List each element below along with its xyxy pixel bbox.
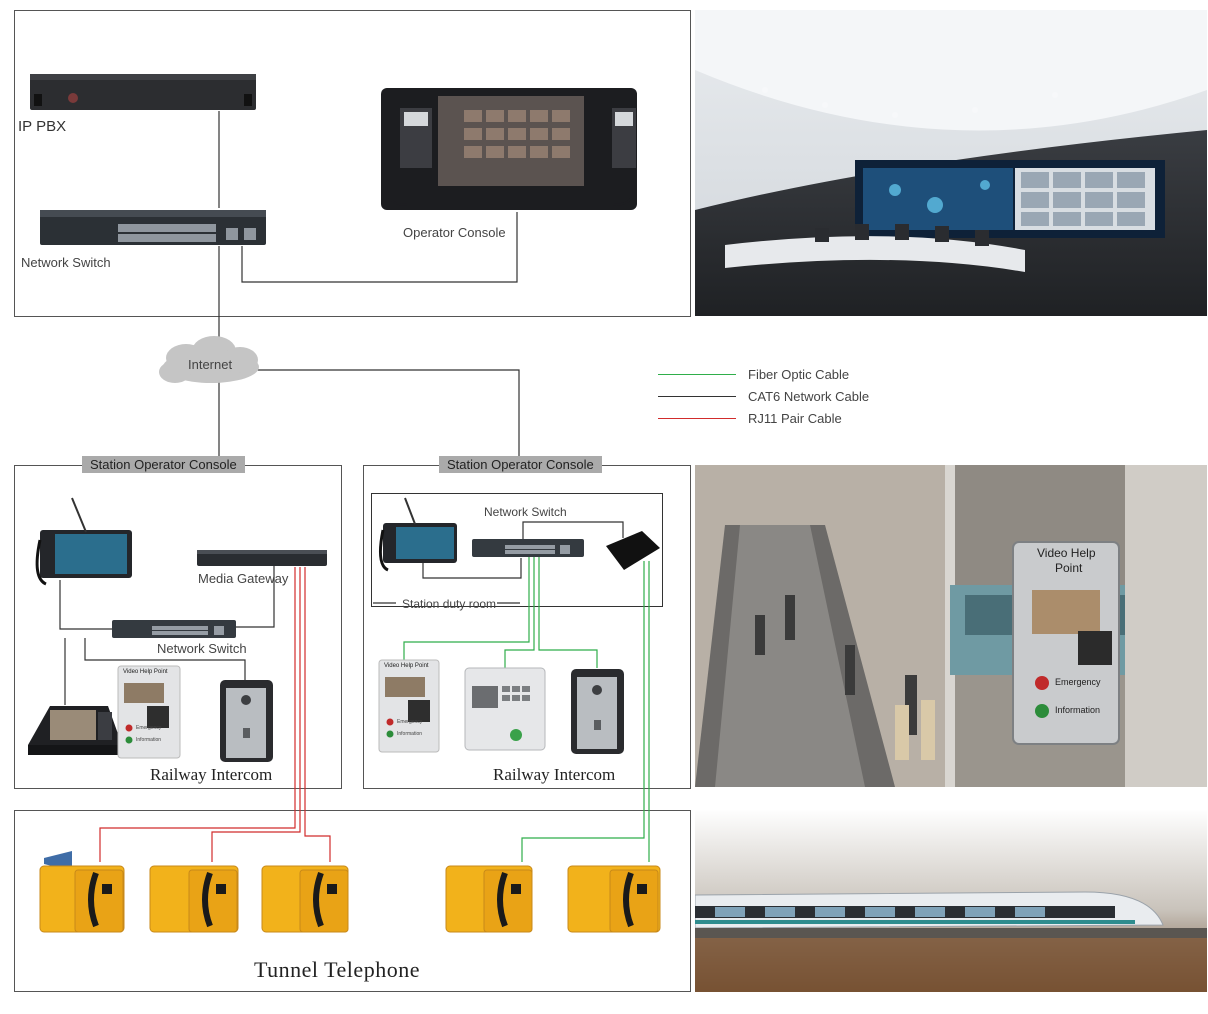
operator-console-label: Operator Console	[403, 225, 506, 240]
legend-fiber: Fiber Optic Cable	[658, 367, 849, 382]
left-help-point-info: Information	[136, 737, 162, 743]
control-room-photo	[695, 10, 1207, 316]
left-station-tag: Station Operator Console	[82, 456, 245, 473]
left-help-point-title: Video Help Point	[123, 669, 168, 675]
train-photo	[695, 810, 1207, 992]
photo-help-point-emergency: Emergency	[1055, 677, 1101, 687]
legend-cat6: CAT6 Network Cable	[658, 389, 869, 404]
station-platform-photo: Video Help Point Emergency Information	[695, 465, 1207, 787]
tunnel-telephone-label: Tunnel Telephone	[254, 957, 420, 982]
duty-room-label: Station duty room	[402, 597, 497, 611]
right-network-switch-label: Network Switch	[484, 505, 567, 519]
left-railway-intercom-label: Railway Intercom	[150, 765, 273, 784]
internet-label: Internet	[188, 357, 233, 372]
media-gateway-label: Media Gateway	[198, 571, 289, 586]
ip-pbx-label: IP PBX	[18, 118, 67, 135]
top-network-switch-label: Network Switch	[21, 255, 111, 270]
right-help-point-info: Information	[397, 731, 423, 737]
photo-help-point-information: Information	[1055, 705, 1101, 715]
photo-help-point-title: Video Help	[1037, 546, 1096, 560]
photo-help-point-title2: Point	[1055, 561, 1083, 575]
right-station-tag: Station Operator Console	[439, 456, 602, 473]
right-railway-intercom-label: Railway Intercom	[493, 765, 616, 784]
left-help-point-emergency: Emergency	[136, 725, 162, 731]
legend-rj11: RJ11 Pair Cable	[658, 411, 842, 426]
right-help-point-emergency: Emergency	[397, 719, 423, 725]
left-network-switch-label: Network Switch	[157, 641, 247, 656]
right-help-point-title: Video Help Point	[384, 663, 429, 669]
